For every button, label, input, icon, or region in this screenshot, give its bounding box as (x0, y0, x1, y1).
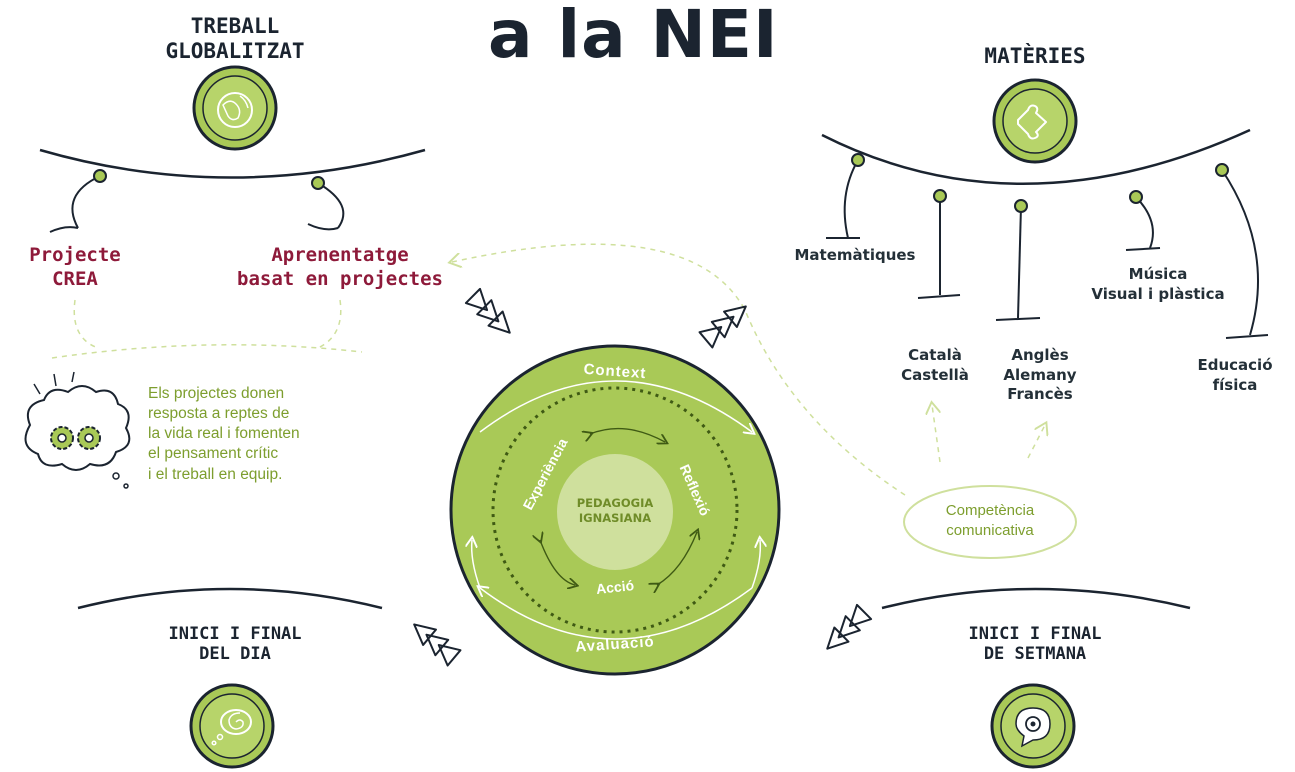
globe-icon (192, 65, 278, 151)
garland-bead (851, 153, 865, 167)
avaluacio-arc (480, 588, 753, 640)
dia-arc (77, 587, 383, 610)
context-arc (479, 380, 752, 432)
treball-heading: TREBALL GLOBALITZAT (130, 14, 340, 64)
subject-idiomes: Anglès Alemany Francès (985, 346, 1095, 405)
garland-bead (933, 189, 947, 203)
aprenentatge-line2: basat en projectes (237, 267, 443, 290)
page-title: a la NEI (488, 0, 779, 73)
treball-heading-line1: TREBALL (190, 14, 280, 38)
treball-heading-line2: GLOBALITZAT (165, 39, 305, 64)
setmana-arc (881, 587, 1191, 610)
note-line: Els projectes donen (148, 385, 285, 402)
subject-educacio-fisica: Educació física (1185, 356, 1285, 395)
garland-bead (1014, 199, 1028, 213)
competencia-line2: comunicativa (946, 522, 1034, 540)
subject-fisica: física (1212, 375, 1258, 394)
competencia-oval (903, 485, 1077, 559)
gears-thought-icon (24, 371, 131, 489)
projecte-crea-line1: Projecte (29, 244, 121, 266)
garland-bead (1129, 190, 1143, 204)
subject-visual: Visual i plàstica (1091, 284, 1225, 303)
note-line: i el treball en equip. (148, 465, 283, 483)
subject-alemany: Alemany (1003, 365, 1077, 384)
setmana-heading-line2: DE SETMANA (983, 644, 1087, 665)
projecte-crea-line2: CREA (52, 267, 98, 290)
treball-garland (39, 148, 426, 233)
garland-bead (311, 176, 325, 190)
subject-catala-castella: Català Castellà (880, 346, 990, 385)
spiral-thought-icon (189, 683, 275, 769)
subject-castella: Castellà (901, 365, 969, 384)
setmana-heading-line1: INICI I FINAL (968, 624, 1102, 644)
pedagogia-line1: PEDAGOGIA (576, 496, 654, 510)
competencia-label: Competència comunicativa (905, 501, 1075, 542)
subject-catala: Català (908, 346, 962, 364)
aprenentatge-line1: Aprenentatge (271, 244, 409, 266)
materies-heading: MATÈRIES (984, 44, 1086, 68)
dia-heading: INICI I FINAL DEL DIA (130, 624, 340, 665)
dia-heading-line1: INICI I FINAL (168, 624, 302, 644)
projecte-crea-label: Projecte CREA (10, 244, 140, 292)
subject-angles: Anglès (1011, 346, 1069, 364)
pedagogia-disc (449, 344, 781, 676)
garland-bead (1215, 163, 1229, 177)
puzzle-icon (992, 78, 1078, 164)
subject-frances: Francès (1007, 385, 1073, 403)
setmana-heading: INICI I FINAL DE SETMANA (930, 624, 1140, 665)
subject-matematiques: Matemàtiques (794, 246, 916, 264)
subject-educacio: Educació (1197, 356, 1273, 374)
dia-heading-line2: DEL DIA (199, 644, 271, 665)
triple-arrow-icon (413, 623, 462, 667)
triple-arrow-icon (826, 603, 873, 650)
triple-arrow-icon (464, 287, 511, 334)
subject-musica: Música (1128, 265, 1188, 283)
dashed-connectors (51, 243, 1045, 496)
note-line: resposta a reptes de (148, 405, 290, 423)
triple-arrow-icon (698, 305, 747, 349)
materies-garland (821, 128, 1269, 339)
garland-bead (93, 169, 107, 183)
chat-target-icon (990, 683, 1076, 769)
pedagogia-line2: IGNASIANA (578, 510, 652, 525)
projectes-note: Els projectes donen resposta a reptes de… (148, 384, 388, 485)
pedagogia-label: PEDAGOGIA IGNASIANA (565, 496, 665, 526)
competencia-line1: Competència (945, 502, 1035, 519)
core-circle (557, 454, 673, 570)
note-line: el pensament crític (148, 445, 279, 463)
aprenentatge-label: Aprenentatge basat en projectes (220, 244, 460, 292)
subject-musica-visual: Música Visual i plàstica (1078, 265, 1238, 304)
note-line: la vida real i fomenten (148, 425, 300, 443)
